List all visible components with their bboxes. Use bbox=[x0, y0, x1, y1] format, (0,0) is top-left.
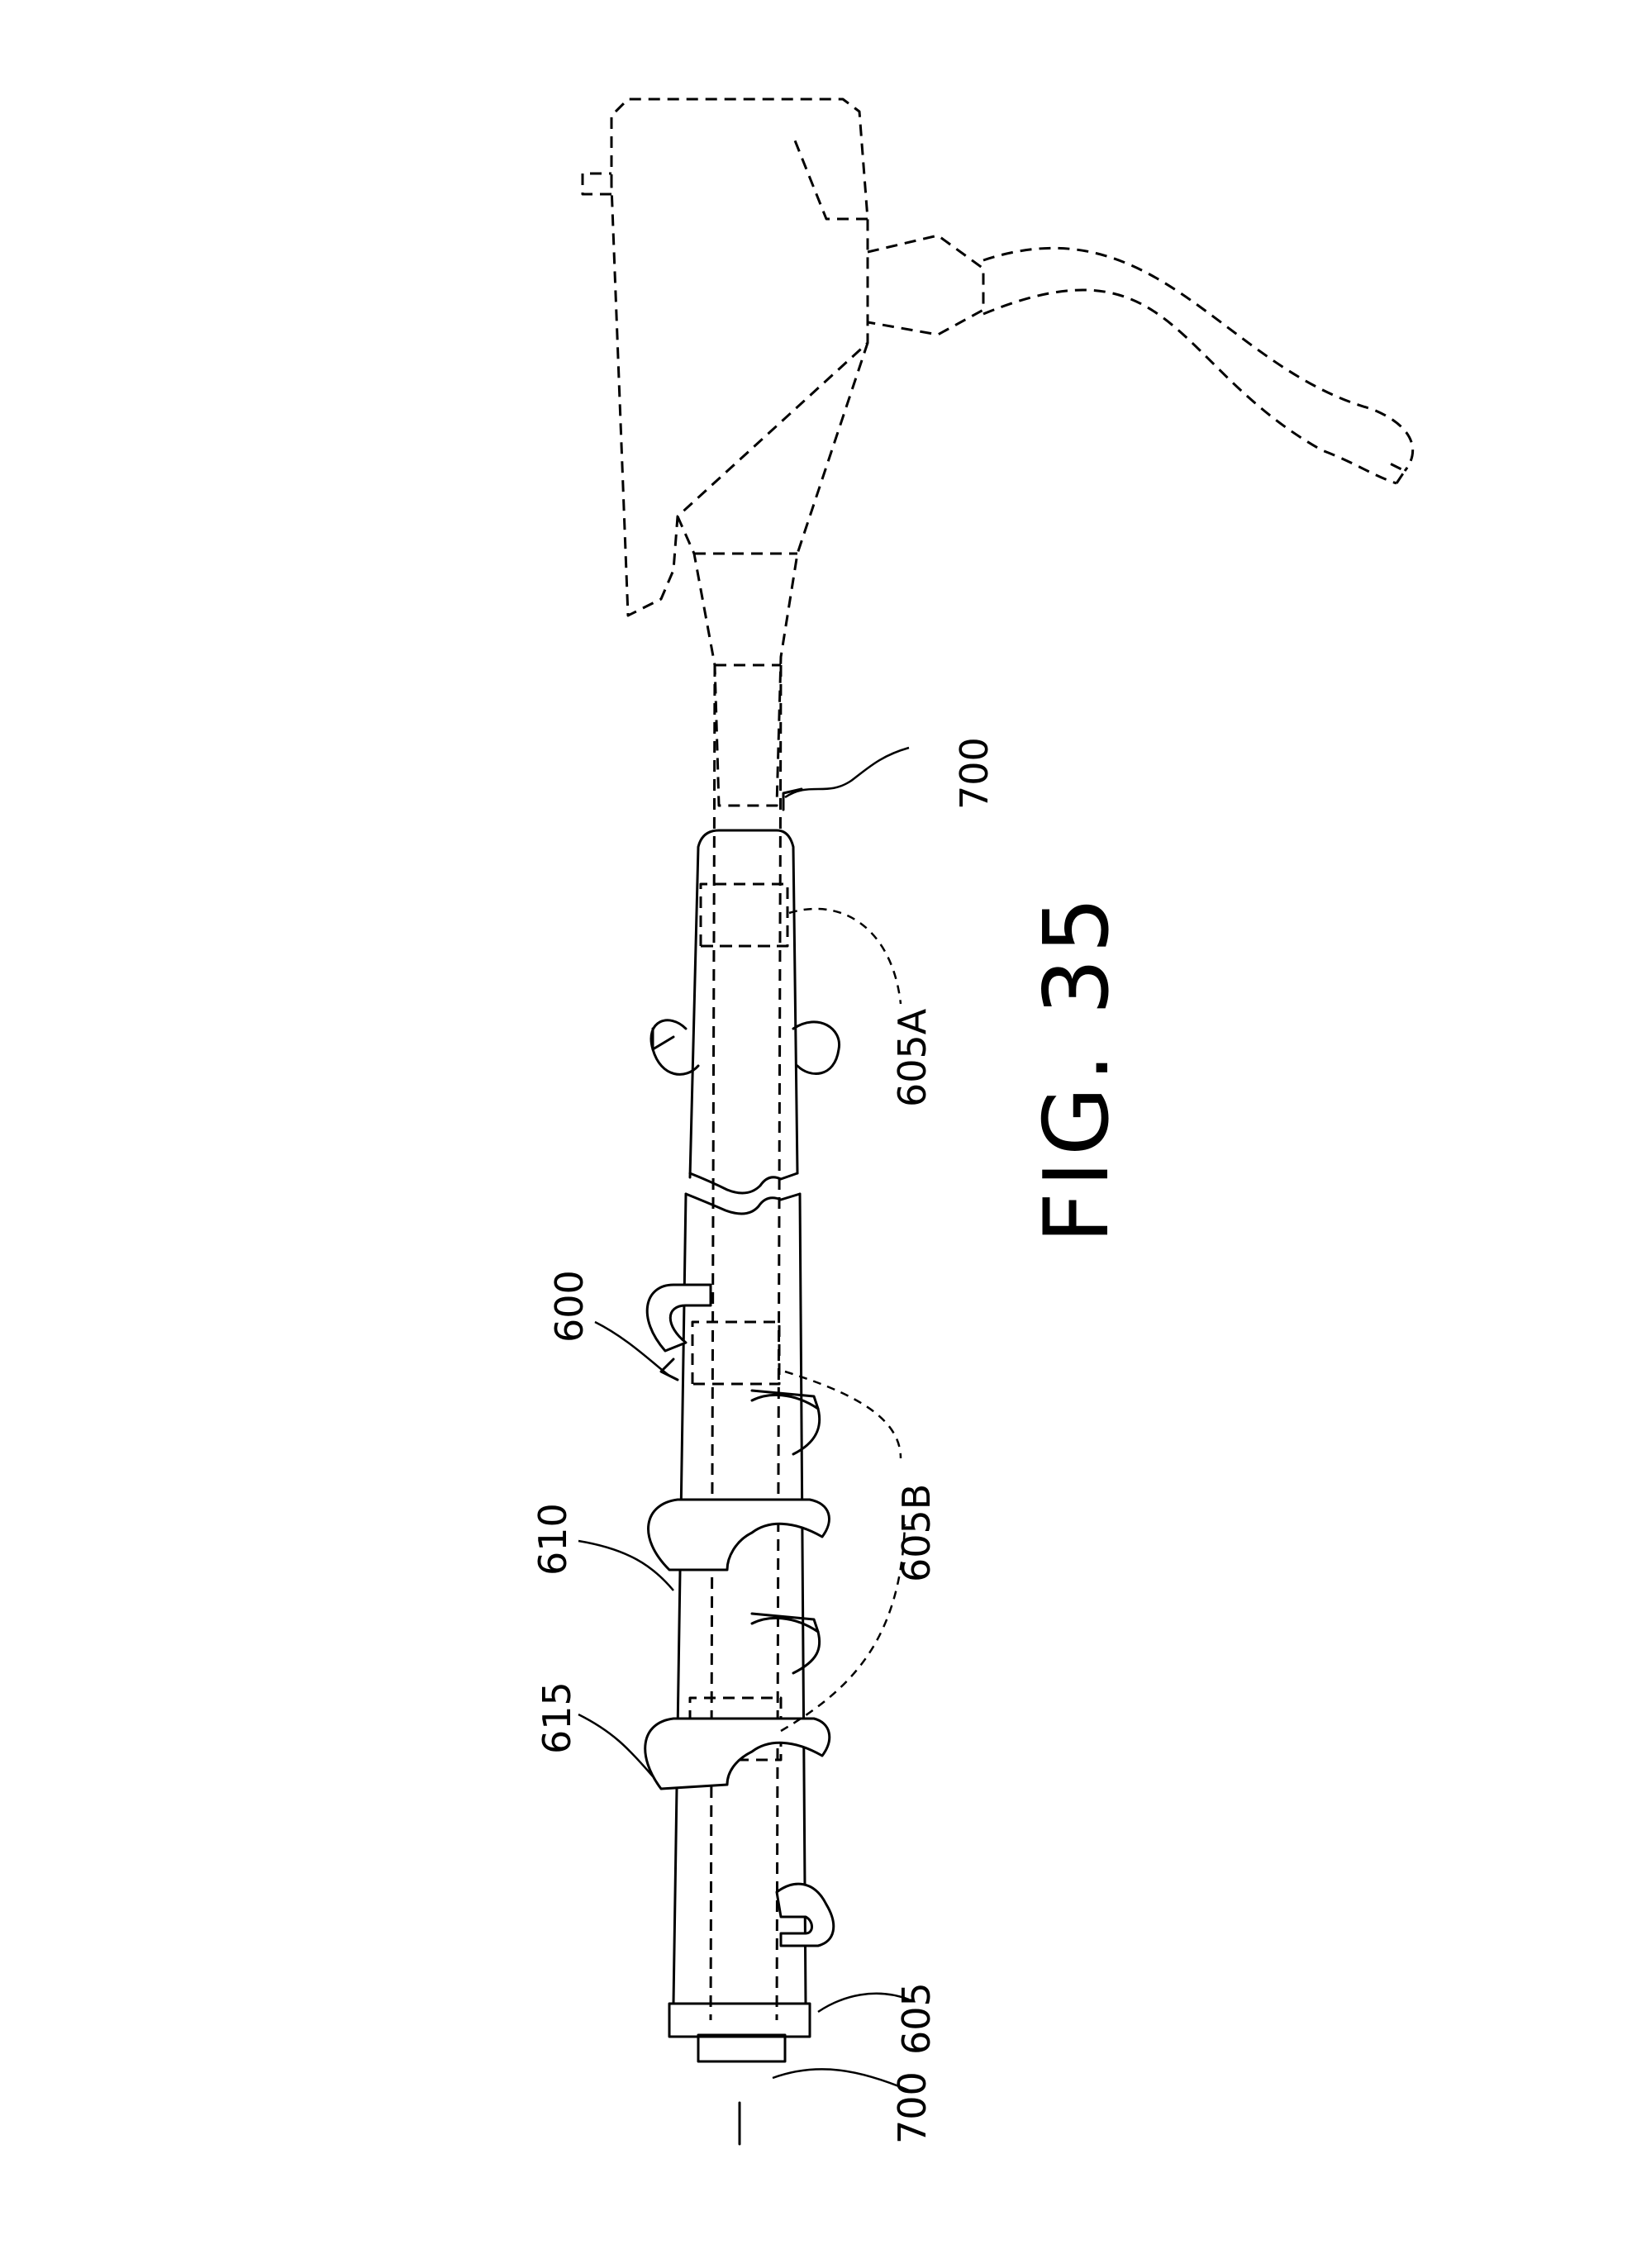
instrument-cable-end bbox=[1388, 463, 1405, 483]
sleeve-break-inner bbox=[686, 1194, 800, 1214]
instrument-handle-step bbox=[793, 136, 868, 219]
rotated-figure: 700 605A 600 605B 610 615 605 700 FIG. 3… bbox=[531, 99, 1413, 2144]
thread-turn-1 bbox=[647, 1285, 711, 1351]
label-605a: 605A bbox=[890, 1008, 935, 1107]
distal-tip bbox=[698, 2035, 785, 2061]
instrument-handle-nub bbox=[583, 174, 611, 194]
distal-collar bbox=[669, 2004, 810, 2037]
instrument-handle bbox=[611, 99, 868, 616]
thread-turn-4 bbox=[777, 1884, 834, 1946]
label-700-distal: 700 bbox=[890, 2071, 935, 2144]
thread-connector-a bbox=[752, 1395, 820, 1454]
instrument-cable bbox=[983, 248, 1413, 471]
seal-block-605b-upper bbox=[692, 1322, 779, 1384]
label-600: 600 bbox=[547, 1270, 592, 1343]
seal-regions bbox=[690, 884, 787, 1760]
label-610: 610 bbox=[531, 1503, 575, 1576]
label-605b: 605B bbox=[894, 1484, 939, 1582]
rotation-ellipse-top bbox=[653, 1049, 698, 1074]
instrument-cable-lower bbox=[983, 290, 1396, 483]
label-605-distal: 605 bbox=[894, 1982, 939, 2055]
instrument-shaft bbox=[711, 665, 781, 2020]
label-700-proximal: 700 bbox=[952, 737, 997, 810]
arrow-600 bbox=[661, 1359, 678, 1380]
thread-turn-3 bbox=[645, 1719, 830, 1789]
rotation-arrowhead bbox=[653, 1029, 673, 1049]
leader-700-proximal bbox=[785, 748, 909, 797]
rotation-ellipse bbox=[651, 1020, 840, 1074]
leader-615 bbox=[578, 1714, 653, 1776]
thread-connector-b bbox=[752, 1618, 820, 1673]
sleeve-break bbox=[690, 1173, 797, 1193]
leader-605a bbox=[789, 909, 901, 1004]
cable-strain-relief bbox=[868, 235, 983, 335]
rotation-arrow bbox=[651, 1020, 840, 1075]
leader-700-distal bbox=[773, 2069, 909, 2090]
instrument-neck bbox=[678, 343, 868, 806]
sleeve-outline-distal bbox=[673, 1194, 806, 2004]
figure-caption: FIG. 35 bbox=[1025, 892, 1129, 1243]
leader-605b bbox=[781, 1372, 905, 1731]
leader-lines bbox=[578, 748, 909, 2090]
arrow-700-proximal bbox=[783, 789, 802, 810]
label-615: 615 bbox=[535, 1681, 579, 1754]
